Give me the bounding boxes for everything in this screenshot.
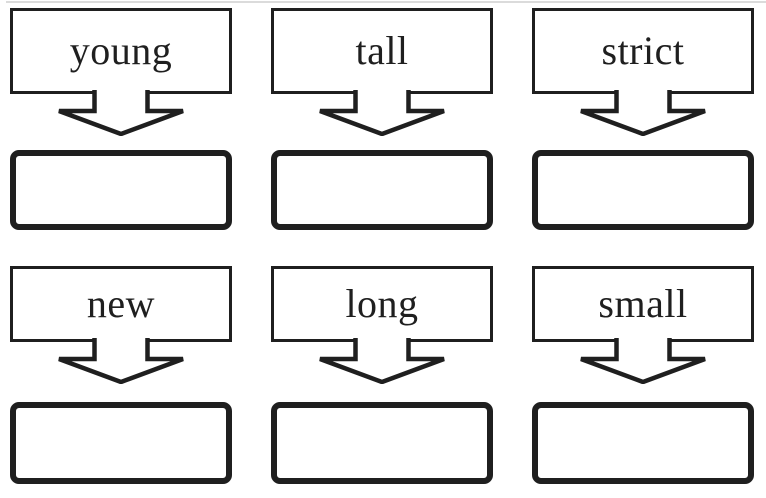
- scan-artifact-line: [6, 1, 766, 3]
- answer-box[interactable]: [10, 150, 232, 230]
- word-box: long: [271, 266, 493, 342]
- match-cell-tall: tall: [271, 8, 493, 230]
- answer-box[interactable]: [532, 150, 754, 230]
- word-box: strict: [532, 8, 754, 94]
- match-cell-small: small: [532, 266, 754, 484]
- word-label: small: [598, 281, 688, 326]
- down-arrow-icon: [319, 338, 445, 384]
- word-label: tall: [355, 28, 409, 73]
- answer-box[interactable]: [271, 402, 493, 484]
- answer-box[interactable]: [271, 150, 493, 230]
- down-arrow-icon: [580, 90, 706, 136]
- worksheet-row-1: young tall strict: [0, 8, 766, 230]
- answer-box[interactable]: [10, 402, 232, 484]
- match-cell-long: long: [271, 266, 493, 484]
- word-box: young: [10, 8, 232, 94]
- answer-box[interactable]: [532, 402, 754, 484]
- word-box: new: [10, 266, 232, 342]
- down-arrow-icon: [319, 90, 445, 136]
- worksheet-row-2: new long small: [0, 266, 766, 484]
- word-label: new: [86, 281, 156, 326]
- word-label: long: [345, 281, 419, 326]
- match-cell-strict: strict: [532, 8, 754, 230]
- word-box: tall: [271, 8, 493, 94]
- match-cell-young: young: [10, 8, 232, 230]
- down-arrow-icon: [58, 338, 184, 384]
- match-cell-new: new: [10, 266, 232, 484]
- word-box: small: [532, 266, 754, 342]
- down-arrow-icon: [580, 338, 706, 384]
- down-arrow-icon: [58, 90, 184, 136]
- word-label: strict: [601, 28, 685, 73]
- word-label: young: [69, 28, 173, 73]
